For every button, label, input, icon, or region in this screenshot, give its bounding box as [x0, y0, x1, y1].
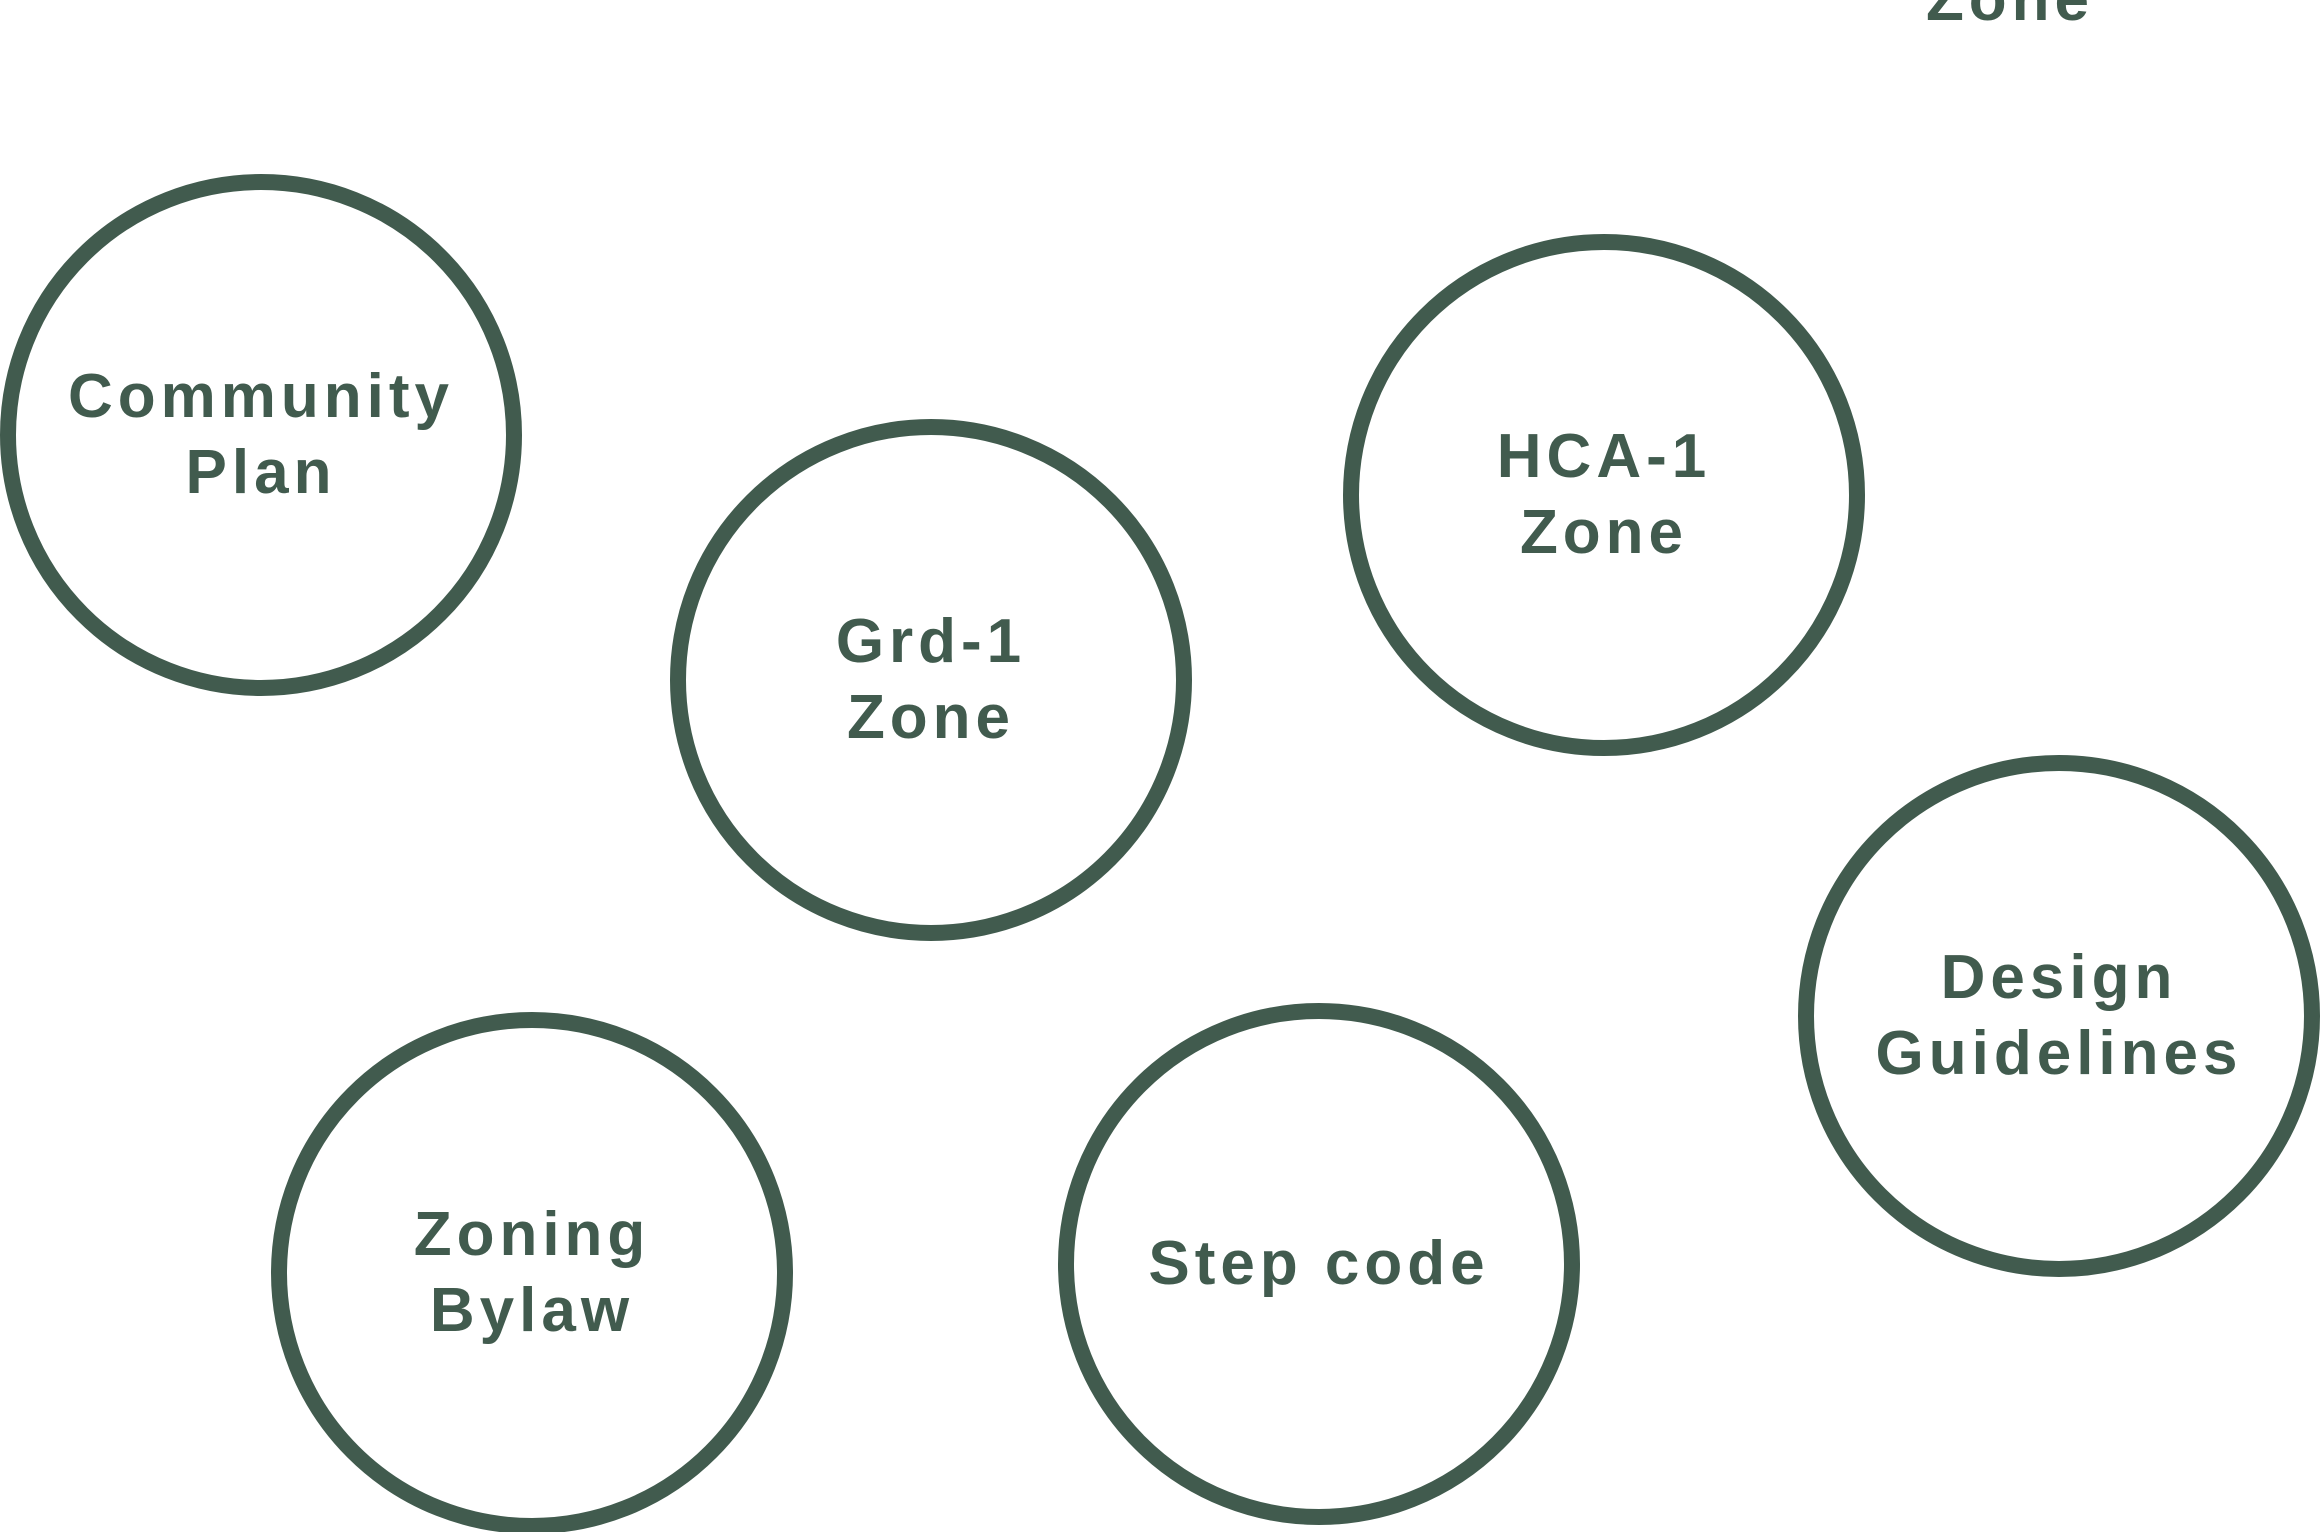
- grd-1-zone-label: Grd-1 Zone: [835, 607, 1027, 752]
- hca-1-zone-label: HCA-1 Zone: [1496, 422, 1712, 567]
- zoning-bylaw-label: Zoning Bylaw: [413, 1200, 651, 1345]
- grd-1-zone-node[interactable]: Grd-1 Zone: [670, 419, 1192, 941]
- zoning-bylaw-node[interactable]: Zoning Bylaw: [271, 1012, 793, 1532]
- design-guidelines-node[interactable]: Design Guidelines: [1798, 755, 2320, 1277]
- community-plan-node[interactable]: Community Plan: [0, 174, 522, 696]
- partial-zone-label: Zone: [1920, 0, 2100, 38]
- step-code-node[interactable]: Step code: [1058, 1003, 1580, 1525]
- design-guidelines-label: Design Guidelines: [1875, 943, 2243, 1088]
- hca-1-zone-node[interactable]: HCA-1 Zone: [1343, 234, 1865, 756]
- step-code-label: Step code: [1148, 1229, 1490, 1298]
- community-plan-label: Community Plan: [68, 362, 454, 507]
